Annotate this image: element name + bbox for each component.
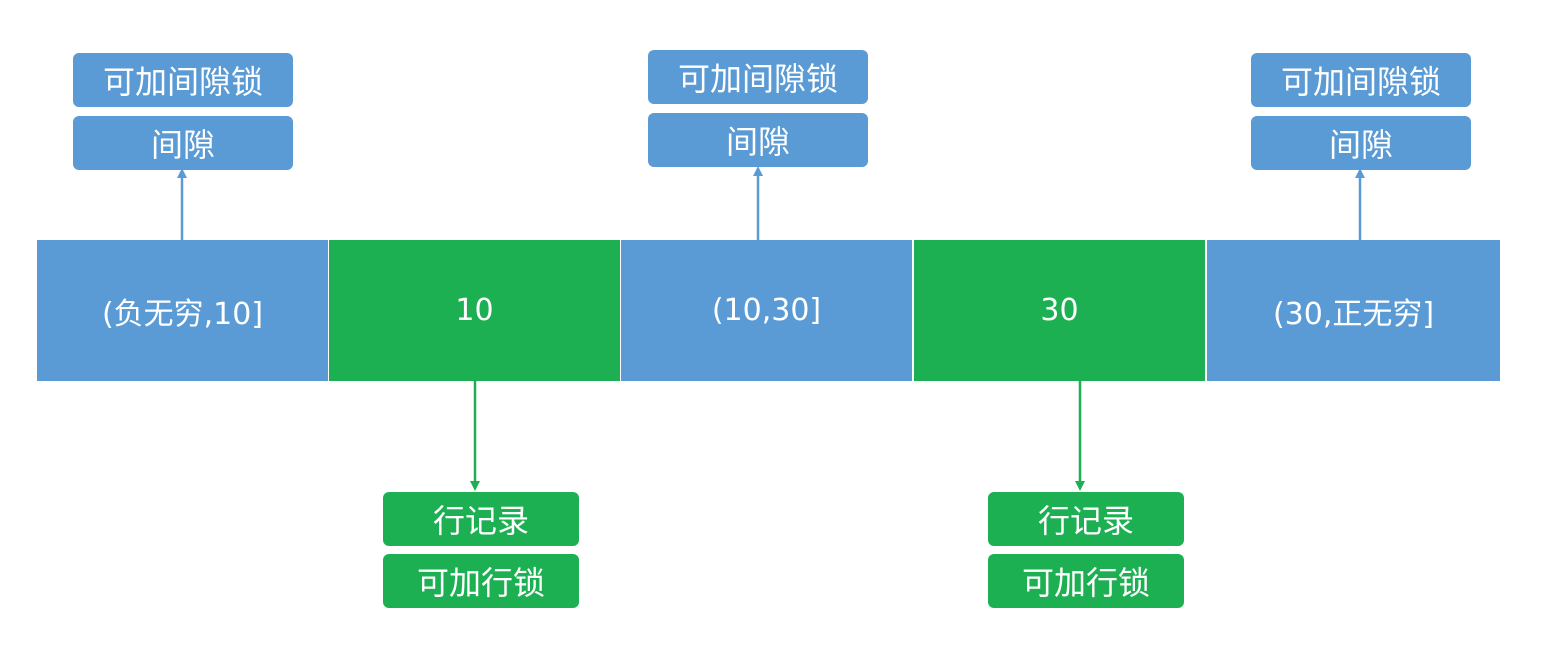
segment-label: (负无穷,10] bbox=[101, 296, 264, 332]
gap-lock-label-1: 可加间隙锁 bbox=[73, 53, 293, 107]
segment-label: (10,30] bbox=[711, 293, 822, 328]
arrow-gap-3-head bbox=[1355, 168, 1365, 178]
segment-record-10: 10 bbox=[329, 240, 620, 381]
arrow-gap-2-head bbox=[753, 166, 763, 176]
gap-lock-text: 可加间隙锁 bbox=[677, 60, 838, 98]
gap-lock-text: 可加间隙锁 bbox=[102, 63, 263, 101]
gap-text: 间隙 bbox=[1328, 126, 1393, 164]
segment-10-to-30: (10,30] bbox=[621, 240, 912, 381]
arrow-gap-1-head bbox=[177, 168, 187, 178]
gap-text: 间隙 bbox=[725, 123, 790, 161]
row-lock-text: 可加行锁 bbox=[416, 564, 545, 602]
record-text: 行记录 bbox=[1037, 502, 1134, 540]
gap-label-3: 间隙 bbox=[1251, 116, 1471, 170]
row-lock-label-1: 可加行锁 bbox=[383, 554, 579, 608]
gap-lock-text: 可加间隙锁 bbox=[1280, 63, 1441, 101]
segment-30-to-positive-infinity: (30,正无穷] bbox=[1207, 240, 1500, 381]
gap-label-2: 间隙 bbox=[648, 113, 868, 167]
gap-lock-label-3: 可加间隙锁 bbox=[1251, 53, 1471, 107]
segment-label: (30,正无穷] bbox=[1272, 296, 1435, 332]
record-label-1: 行记录 bbox=[383, 492, 579, 546]
gap-text: 间隙 bbox=[150, 126, 215, 164]
record-text: 行记录 bbox=[432, 502, 529, 540]
gap-label-1: 间隙 bbox=[73, 116, 293, 170]
arrow-record-1-head bbox=[470, 481, 480, 491]
segment-negative-infinity-to-10: (负无穷,10] bbox=[37, 240, 328, 381]
record-label-2: 行记录 bbox=[988, 492, 1184, 546]
row-lock-text: 可加行锁 bbox=[1021, 564, 1150, 602]
segment-label: 10 bbox=[455, 293, 494, 328]
segment-label: 30 bbox=[1040, 293, 1079, 328]
row-lock-label-2: 可加行锁 bbox=[988, 554, 1184, 608]
gap-lock-label-2: 可加间隙锁 bbox=[648, 50, 868, 104]
segment-record-30: 30 bbox=[914, 240, 1205, 381]
arrow-record-2-head bbox=[1075, 481, 1085, 491]
